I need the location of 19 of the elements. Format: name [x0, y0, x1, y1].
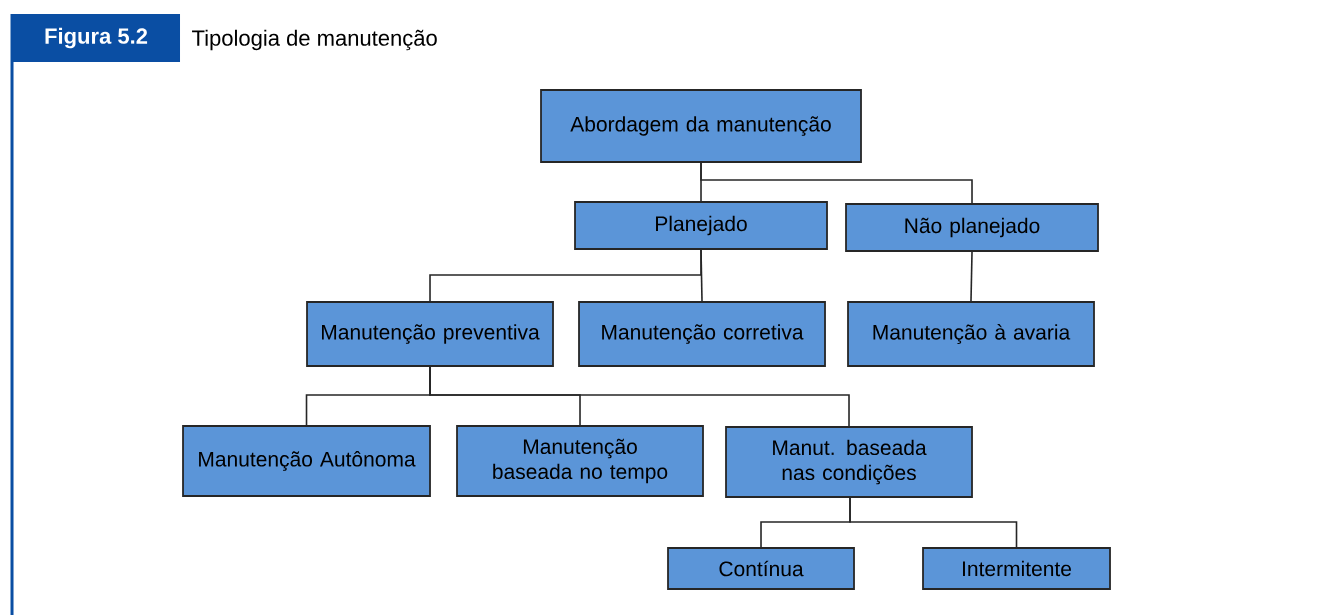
- process-box: Manut. baseada nas condições: [725, 426, 973, 498]
- process-box: Manutenção Autônoma: [182, 425, 431, 497]
- connector-line: [970, 251, 973, 302]
- process-box: Não planejado: [845, 203, 1099, 252]
- connector-line: [429, 365, 850, 427]
- connector-line: [849, 496, 1018, 548]
- process-box: Manutenção preventiva: [306, 301, 554, 367]
- process-box: Planejado: [574, 201, 828, 250]
- process-box: Manutenção à avaria: [847, 301, 1095, 367]
- figure-title: Tipologia de manutenção: [192, 29, 437, 51]
- process-box: Abordagem da manutenção: [540, 89, 862, 163]
- process-box: Manutenção baseada no tempo: [456, 425, 704, 497]
- process-box: Intermitente: [922, 547, 1111, 590]
- connector-line: [429, 248, 702, 302]
- figure-badge: Figura 5.2: [12, 14, 180, 62]
- connector-line: [700, 249, 703, 302]
- connector-line: [700, 161, 973, 204]
- process-box: Contínua: [667, 547, 855, 590]
- process-box: Manutenção corretiva: [578, 301, 826, 367]
